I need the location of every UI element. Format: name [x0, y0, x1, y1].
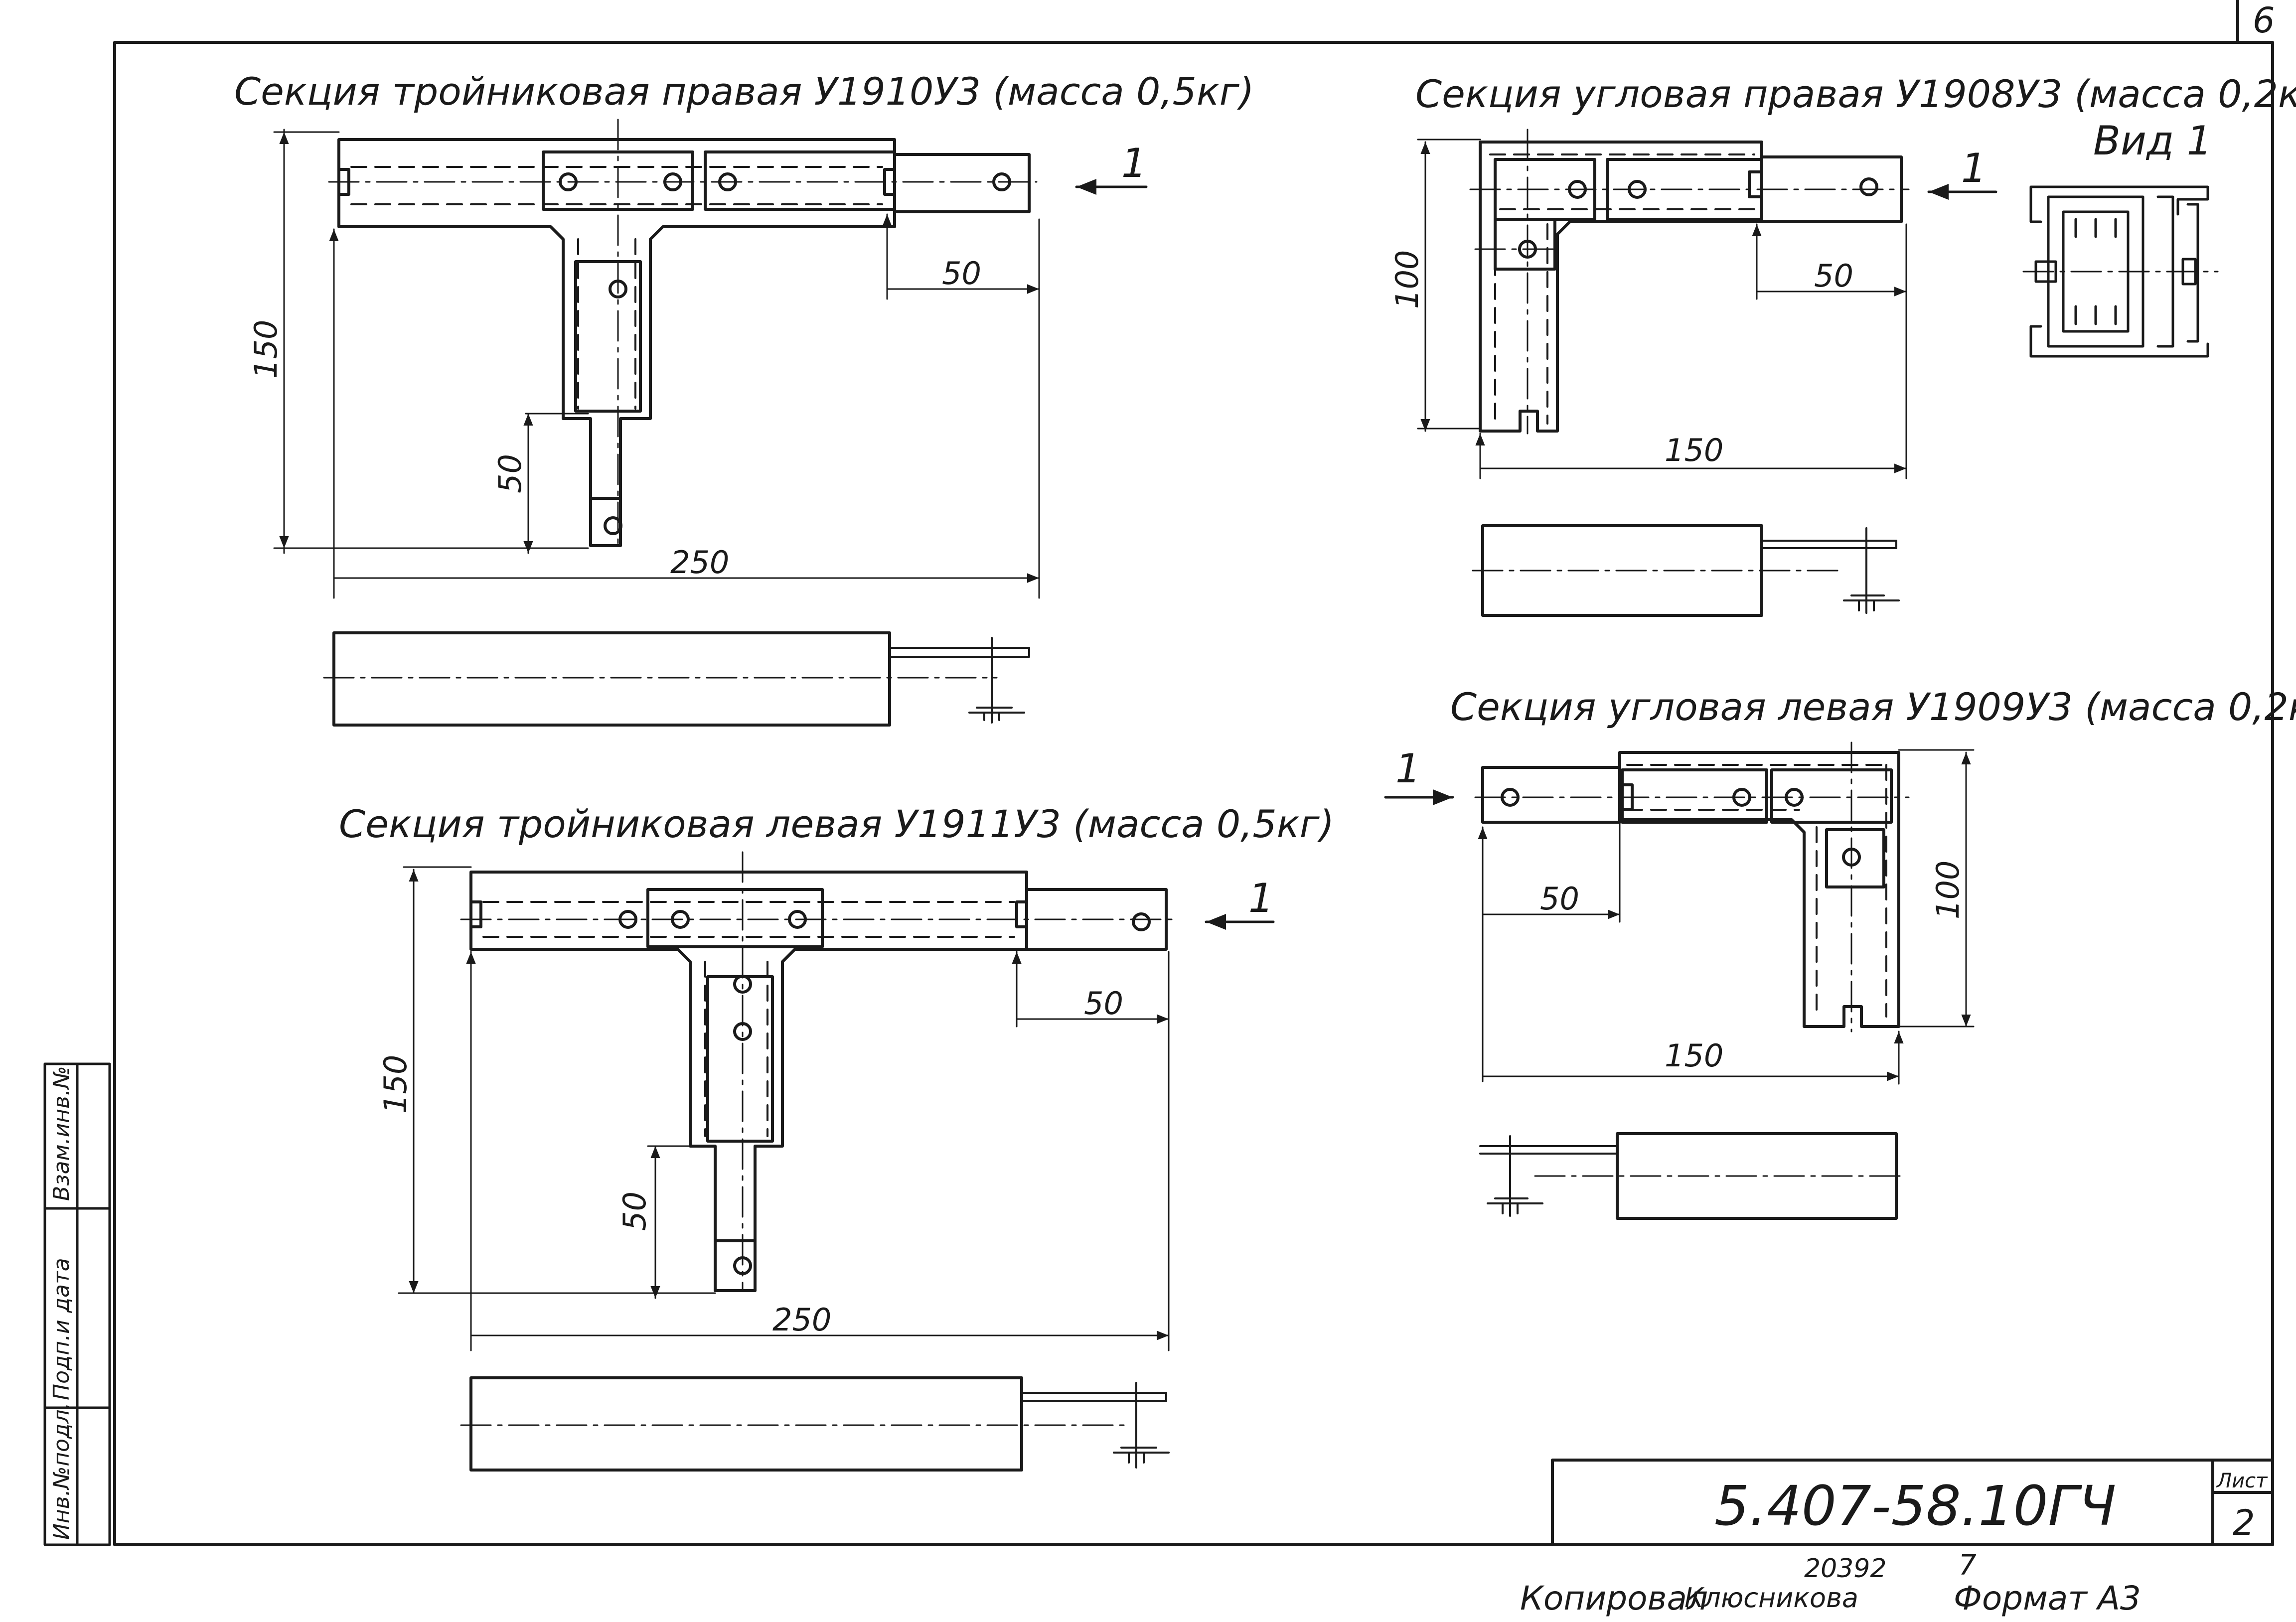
- tee-right-dim-end: 50: [942, 255, 981, 292]
- tee-right-dim-width: 250: [670, 544, 729, 581]
- view1-title: Вид 1: [2093, 118, 2212, 164]
- footer-code: 20392: [1804, 1554, 1886, 1584]
- sheet-label: Лист: [2216, 1470, 2268, 1492]
- corner-left-title: Секция угловая левая У1909У3 (масса 0,2к…: [1450, 685, 2296, 729]
- document-designation: 5.407-58.10ГЧ: [1714, 1474, 2116, 1538]
- corner-left-dim-end: 50: [1540, 881, 1579, 917]
- view-corner-left: Секция угловая левая У1909У3 (масса 0,2к…: [1384, 685, 2296, 1220]
- corner-number: 6: [2253, 0, 2275, 41]
- corner-right-view-arrow-label: 1: [1961, 145, 1987, 191]
- tee-left-dim-stub: 50: [616, 1191, 653, 1231]
- corner-left-dim-width: 150: [1665, 1037, 1723, 1074]
- tee-right-dim-height: 150: [248, 320, 284, 379]
- tee-right-dim-stub: 50: [492, 454, 528, 493]
- sheet-frame: [113, 0, 2274, 1546]
- title-block: [1551, 1459, 2274, 1546]
- tee-right-title: Секция тройниковая правая У1910У3 (масса…: [234, 69, 1254, 114]
- sheet-format: Формат А3: [1954, 1579, 2141, 1618]
- footer-code2: 7: [1959, 1549, 1977, 1582]
- stamp-inv-replaced: Взам.инв.№: [49, 1066, 74, 1201]
- tee-left-view-arrow-label: 1: [1248, 875, 1274, 921]
- stamp-sign-date: Подп.и дата: [49, 1258, 74, 1400]
- corner-right-title: Секция угловая правая У1908У3 (масса 0,2…: [1415, 72, 2296, 116]
- corner-left-dim-height: 100: [1930, 861, 1966, 919]
- view-tee-left: Секция тройниковая левая У1911У3 (масса …: [339, 802, 1334, 1472]
- tee-right-view-arrow-label: 1: [1121, 140, 1147, 186]
- corner-right-dim-height: 100: [1389, 250, 1425, 309]
- tee-left-dim-end: 50: [1084, 985, 1123, 1022]
- copied-by-label: Копировал: [1520, 1579, 1708, 1618]
- view-tee-right: Секция тройниковая правая У1910У3 (масса…: [234, 69, 1254, 727]
- view-corner-right: Секция угловая правая У1908У3 (масса 0,2…: [1389, 72, 2296, 617]
- copied-by-signature: Клюсникова: [1684, 1582, 1858, 1614]
- stamp-inv-orig: Инв.№подл.: [49, 1402, 74, 1540]
- tee-left-title: Секция тройниковая левая У1911У3 (масса …: [339, 802, 1334, 846]
- tee-left-dim-height: 150: [377, 1055, 414, 1114]
- tee-left-dim-width: 250: [772, 1302, 831, 1338]
- view1-profile: [2022, 185, 2219, 358]
- side-stamp: [43, 1062, 111, 1546]
- corner-right-dim-end: 50: [1814, 258, 1853, 294]
- corner-right-dim-width: 150: [1665, 432, 1723, 468]
- corner-left-view-arrow-label: 1: [1395, 745, 1421, 792]
- sheet-number: 2: [2233, 1502, 2255, 1543]
